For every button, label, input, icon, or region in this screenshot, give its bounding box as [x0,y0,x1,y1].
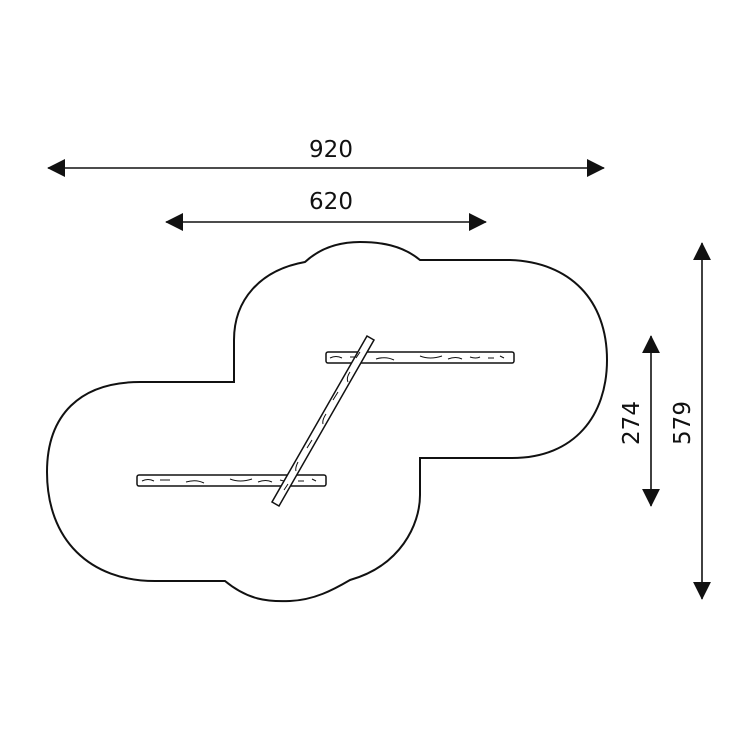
dimension-overall-depth: 579 [670,242,711,600]
dimension-label-overall-width: 920 [309,137,353,163]
dimension-label-beam-offset: 274 [619,401,645,445]
diagonal-log-beam [270,334,376,508]
dimension-overall-width: 920 [47,137,605,177]
dimension-label-overall-depth: 579 [670,401,696,445]
dimension-beam-offset: 274 [619,335,660,507]
upper-log-beam [325,351,515,364]
lower-log-beam [136,474,327,487]
dimension-label-beam-span: 620 [309,189,353,215]
dimension-beam-span: 620 [165,189,487,231]
safety-area-outline [45,240,609,603]
